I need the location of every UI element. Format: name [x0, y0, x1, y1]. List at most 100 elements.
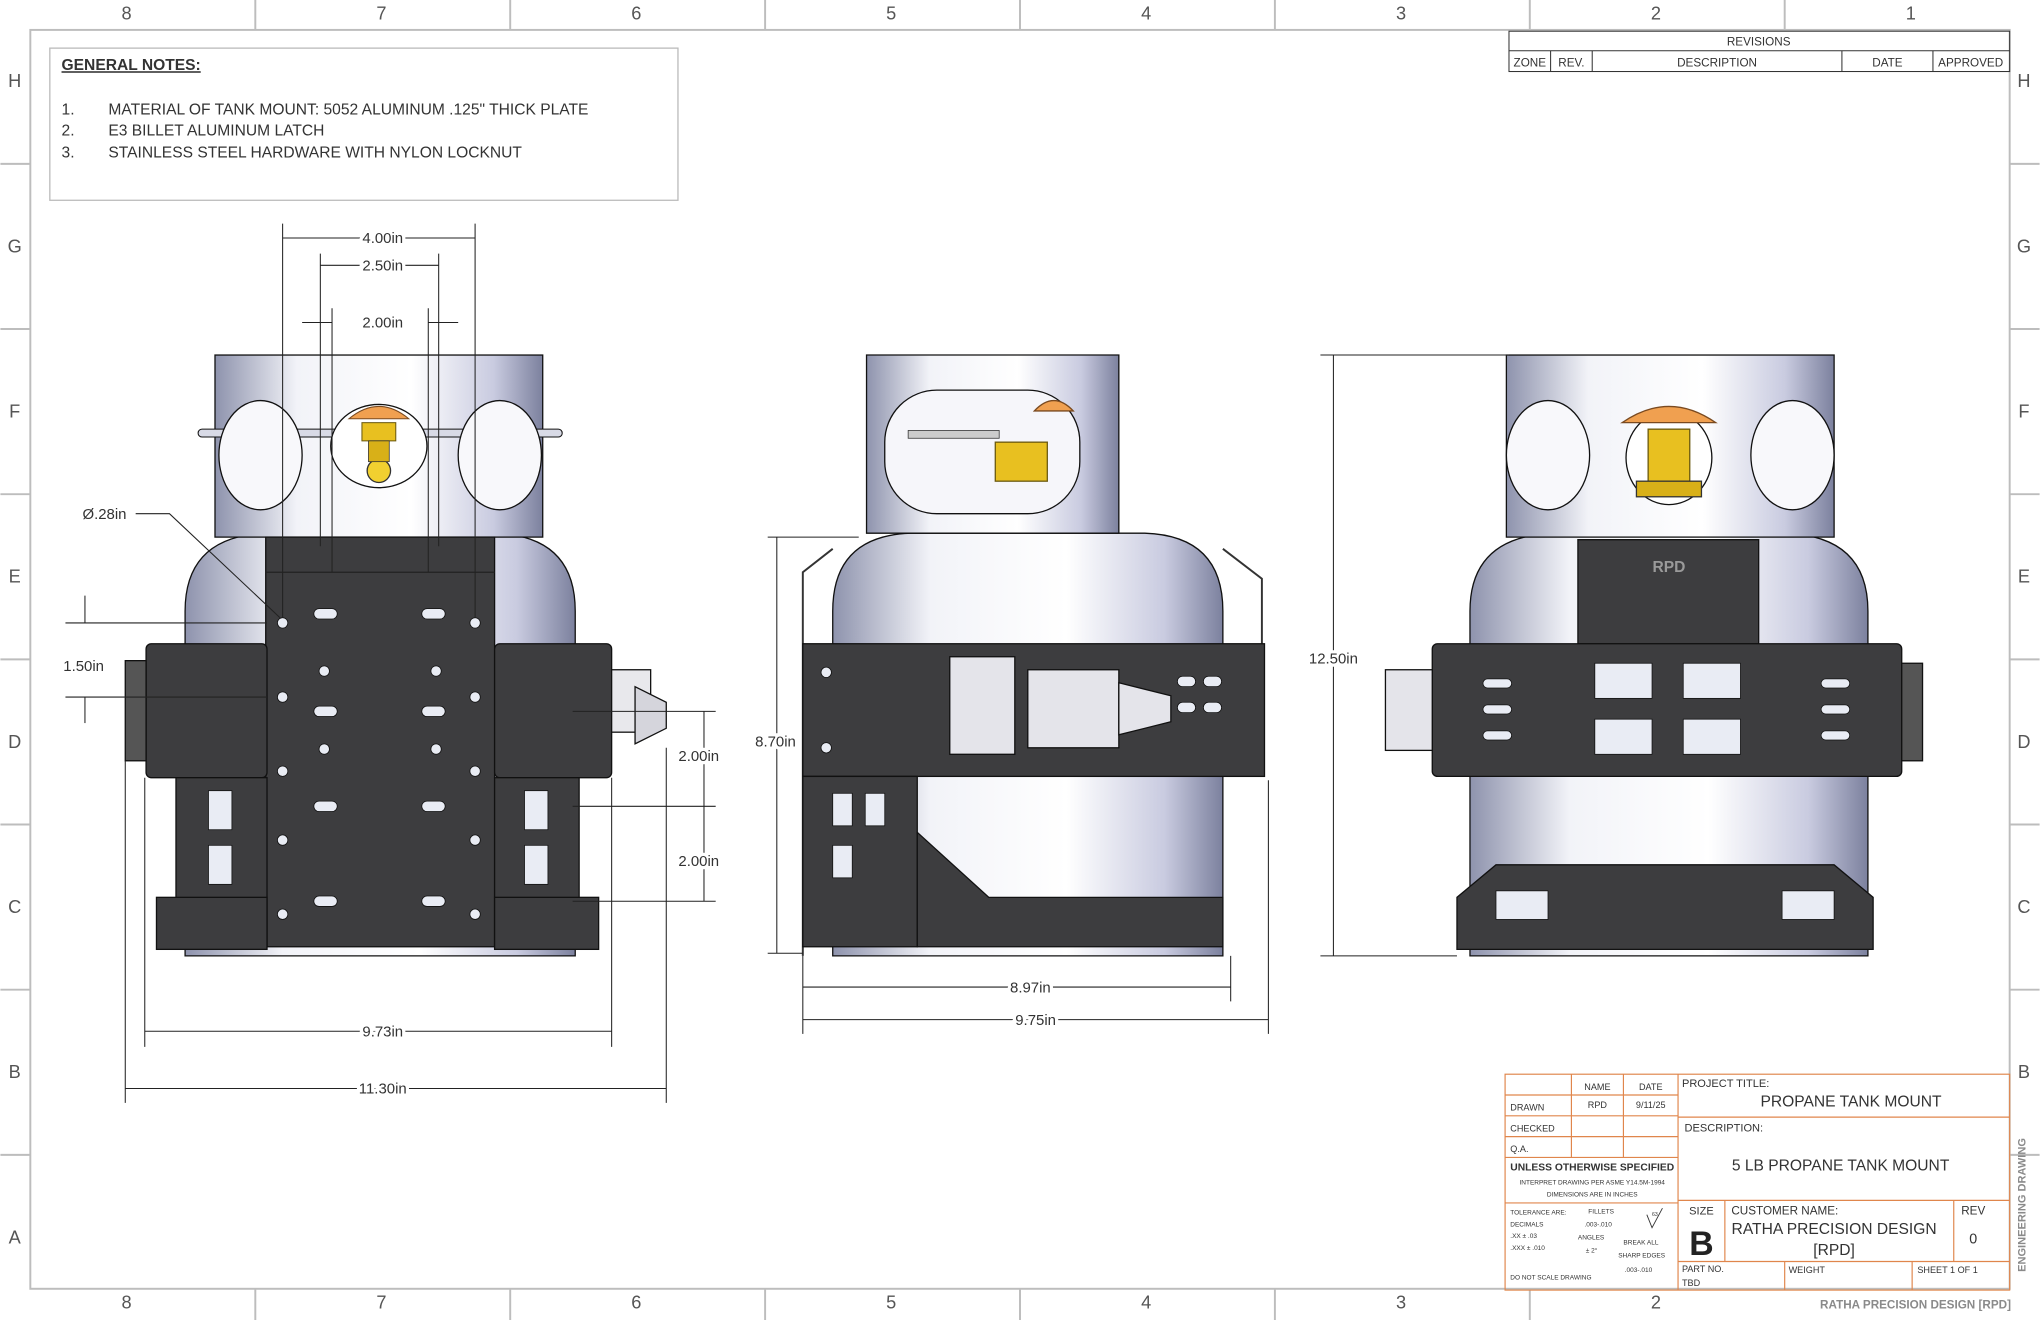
bolt-head [318, 743, 330, 755]
interpret-note: INTERPRET DRAWING PER ASME Y14.5M-1994 [1519, 1180, 1665, 1187]
fillets-label: FILLETS [1588, 1208, 1614, 1215]
description: 5 LB PROPANE TANK MOUNT [1732, 1157, 1950, 1174]
zone-column-label: 3 [1396, 4, 1406, 24]
fillets-value: .003-.010 [1584, 1221, 1612, 1228]
note-text: STAINLESS STEEL HARDWARE WITH NYLON LOCK… [108, 144, 522, 161]
description-label: DESCRIPTION: [1685, 1122, 1764, 1134]
customer-name: RATHA PRECISION DESIGN [1732, 1221, 1937, 1238]
front-dimensions: 4.00in 2.50in 2.00in Ø.28in 1.50in 2.00i… [60, 223, 722, 1103]
sheet-number: SHEET 1 OF 1 [1917, 1265, 1977, 1275]
mount-hole [469, 617, 481, 629]
sharp-edges-value: .003-.010 [1625, 1267, 1653, 1274]
company-footer: RATHA PRECISION DESIGN [RPD] [1820, 1298, 2011, 1311]
side-dimensions: 8.70in 8.97in 9.75in [752, 536, 1269, 1034]
zone-column-label: 8 [121, 4, 131, 24]
mount-slot [313, 800, 338, 812]
mount-hole [277, 908, 289, 920]
mount-hole [277, 691, 289, 703]
rev-header-approved: APPROVED [1938, 56, 2003, 69]
mount-hole [469, 908, 481, 920]
name-header: NAME [1584, 1082, 1610, 1092]
rpd-logo: RPD [1652, 559, 1685, 576]
angles-label: ANGLES [1578, 1234, 1605, 1241]
mount-slot [421, 895, 446, 907]
mount-slot [313, 705, 338, 717]
zone-column-label: 5 [886, 1292, 896, 1312]
zone-row-label: B [9, 1062, 21, 1082]
dim-9-75: 9.75in [1015, 1012, 1056, 1029]
mount-hole [469, 765, 481, 777]
dim-hole-diameter: Ø.28in [82, 506, 126, 523]
strap-band [802, 643, 1266, 778]
zone-column-label: 6 [631, 1292, 641, 1312]
zone-column-label: 2 [1651, 1292, 1661, 1312]
zone-column-label: 7 [376, 1292, 386, 1312]
zone-row-label: E [9, 567, 21, 587]
mount-slot [421, 705, 446, 717]
date-header: DATE [1639, 1082, 1663, 1092]
note-number: 1. [62, 101, 75, 118]
zone-row-label: H [2017, 71, 2030, 91]
bolt-head [430, 665, 442, 677]
project-title: PROPANE TANK MOUNT [1760, 1094, 1942, 1111]
valve-icon [347, 406, 411, 484]
break-all: BREAK ALL [1623, 1240, 1658, 1247]
side-view: 8.70in 8.97in 9.75in [752, 354, 1269, 1034]
zone-column-label: 2 [1651, 4, 1661, 24]
valve-icon [1620, 405, 1718, 498]
latch-icon [610, 669, 667, 745]
drawn-label: DRAWN [1510, 1103, 1544, 1113]
dim-8-97: 8.97in [1010, 979, 1051, 996]
rev-header-rev: REV. [1558, 56, 1584, 69]
rev-value: 0 [1969, 1231, 1977, 1247]
dim-2-00-a: 2.00in [678, 748, 719, 765]
svg-text:63: 63 [1652, 1212, 1658, 1218]
mount-hole [469, 834, 481, 846]
side-bracket-right [493, 643, 613, 951]
zone-column-label: 5 [886, 4, 896, 24]
dim-12-50: 12.50in [1309, 650, 1358, 667]
drawn-date: 9/11/25 [1636, 1100, 1666, 1110]
notes-title: GENERAL NOTES: [62, 57, 201, 74]
customer-label: CUSTOMER NAME: [1731, 1205, 1838, 1218]
rev-header-zone: ZONE [1514, 56, 1547, 69]
decimals-label: DECIMALS [1510, 1221, 1544, 1228]
mount-hole [277, 765, 289, 777]
dim-2-50: 2.50in [362, 258, 403, 275]
zone-row-label: F [2018, 401, 2029, 421]
unless-specified: UNLESS OTHERWISE SPECIFIED [1510, 1162, 1674, 1173]
zone-column-label: 4 [1141, 4, 1151, 24]
rev-header-description: DESCRIPTION [1677, 56, 1757, 69]
part-no-label: PART NO. [1682, 1264, 1724, 1274]
qa-label: Q.A. [1510, 1144, 1528, 1154]
two-place-tolerance: .XX ± .03 [1510, 1233, 1537, 1240]
three-place-tolerance: .XXX ± .010 [1510, 1245, 1545, 1252]
general-notes: GENERAL NOTES: 1. MATERIAL OF TANK MOUNT… [49, 47, 679, 201]
sharp-edges: SHARP EDGES [1618, 1253, 1666, 1260]
note-number: 2. [62, 122, 75, 139]
rear-view: RPD 12.50in [1306, 354, 1924, 957]
zone-column-label: 4 [1141, 1292, 1151, 1312]
front-view: 4.00in 2.50in 2.00in Ø.28in 1.50in 2.00i… [60, 223, 722, 1103]
zone-column-label: 1 [1906, 4, 1916, 24]
rear-dimensions: 12.50in [1306, 354, 1509, 957]
zone-row-label: A [9, 1227, 22, 1247]
size-label: SIZE [1689, 1206, 1714, 1218]
mount-hole [277, 834, 289, 846]
mount-hole [277, 617, 289, 629]
zone-column-label: 7 [376, 4, 386, 24]
dim-2-00-b: 2.00in [678, 853, 719, 870]
zone-row-label: E [2018, 567, 2030, 587]
revisions-table: REVISIONS ZONE REV. DESCRIPTION DATE APP… [1508, 30, 2011, 73]
zone-row-label: G [8, 236, 22, 256]
zone-row-label: H [8, 71, 21, 91]
angles-value: ± 2° [1586, 1246, 1598, 1254]
note-text: MATERIAL OF TANK MOUNT: 5052 ALUMINUM .1… [108, 101, 588, 118]
mount-slot [421, 608, 446, 620]
bolt-head [430, 743, 442, 755]
zone-column-label: 3 [1396, 1292, 1406, 1312]
zone-column-label: 8 [121, 1292, 131, 1312]
zone-row-label: F [9, 401, 20, 421]
